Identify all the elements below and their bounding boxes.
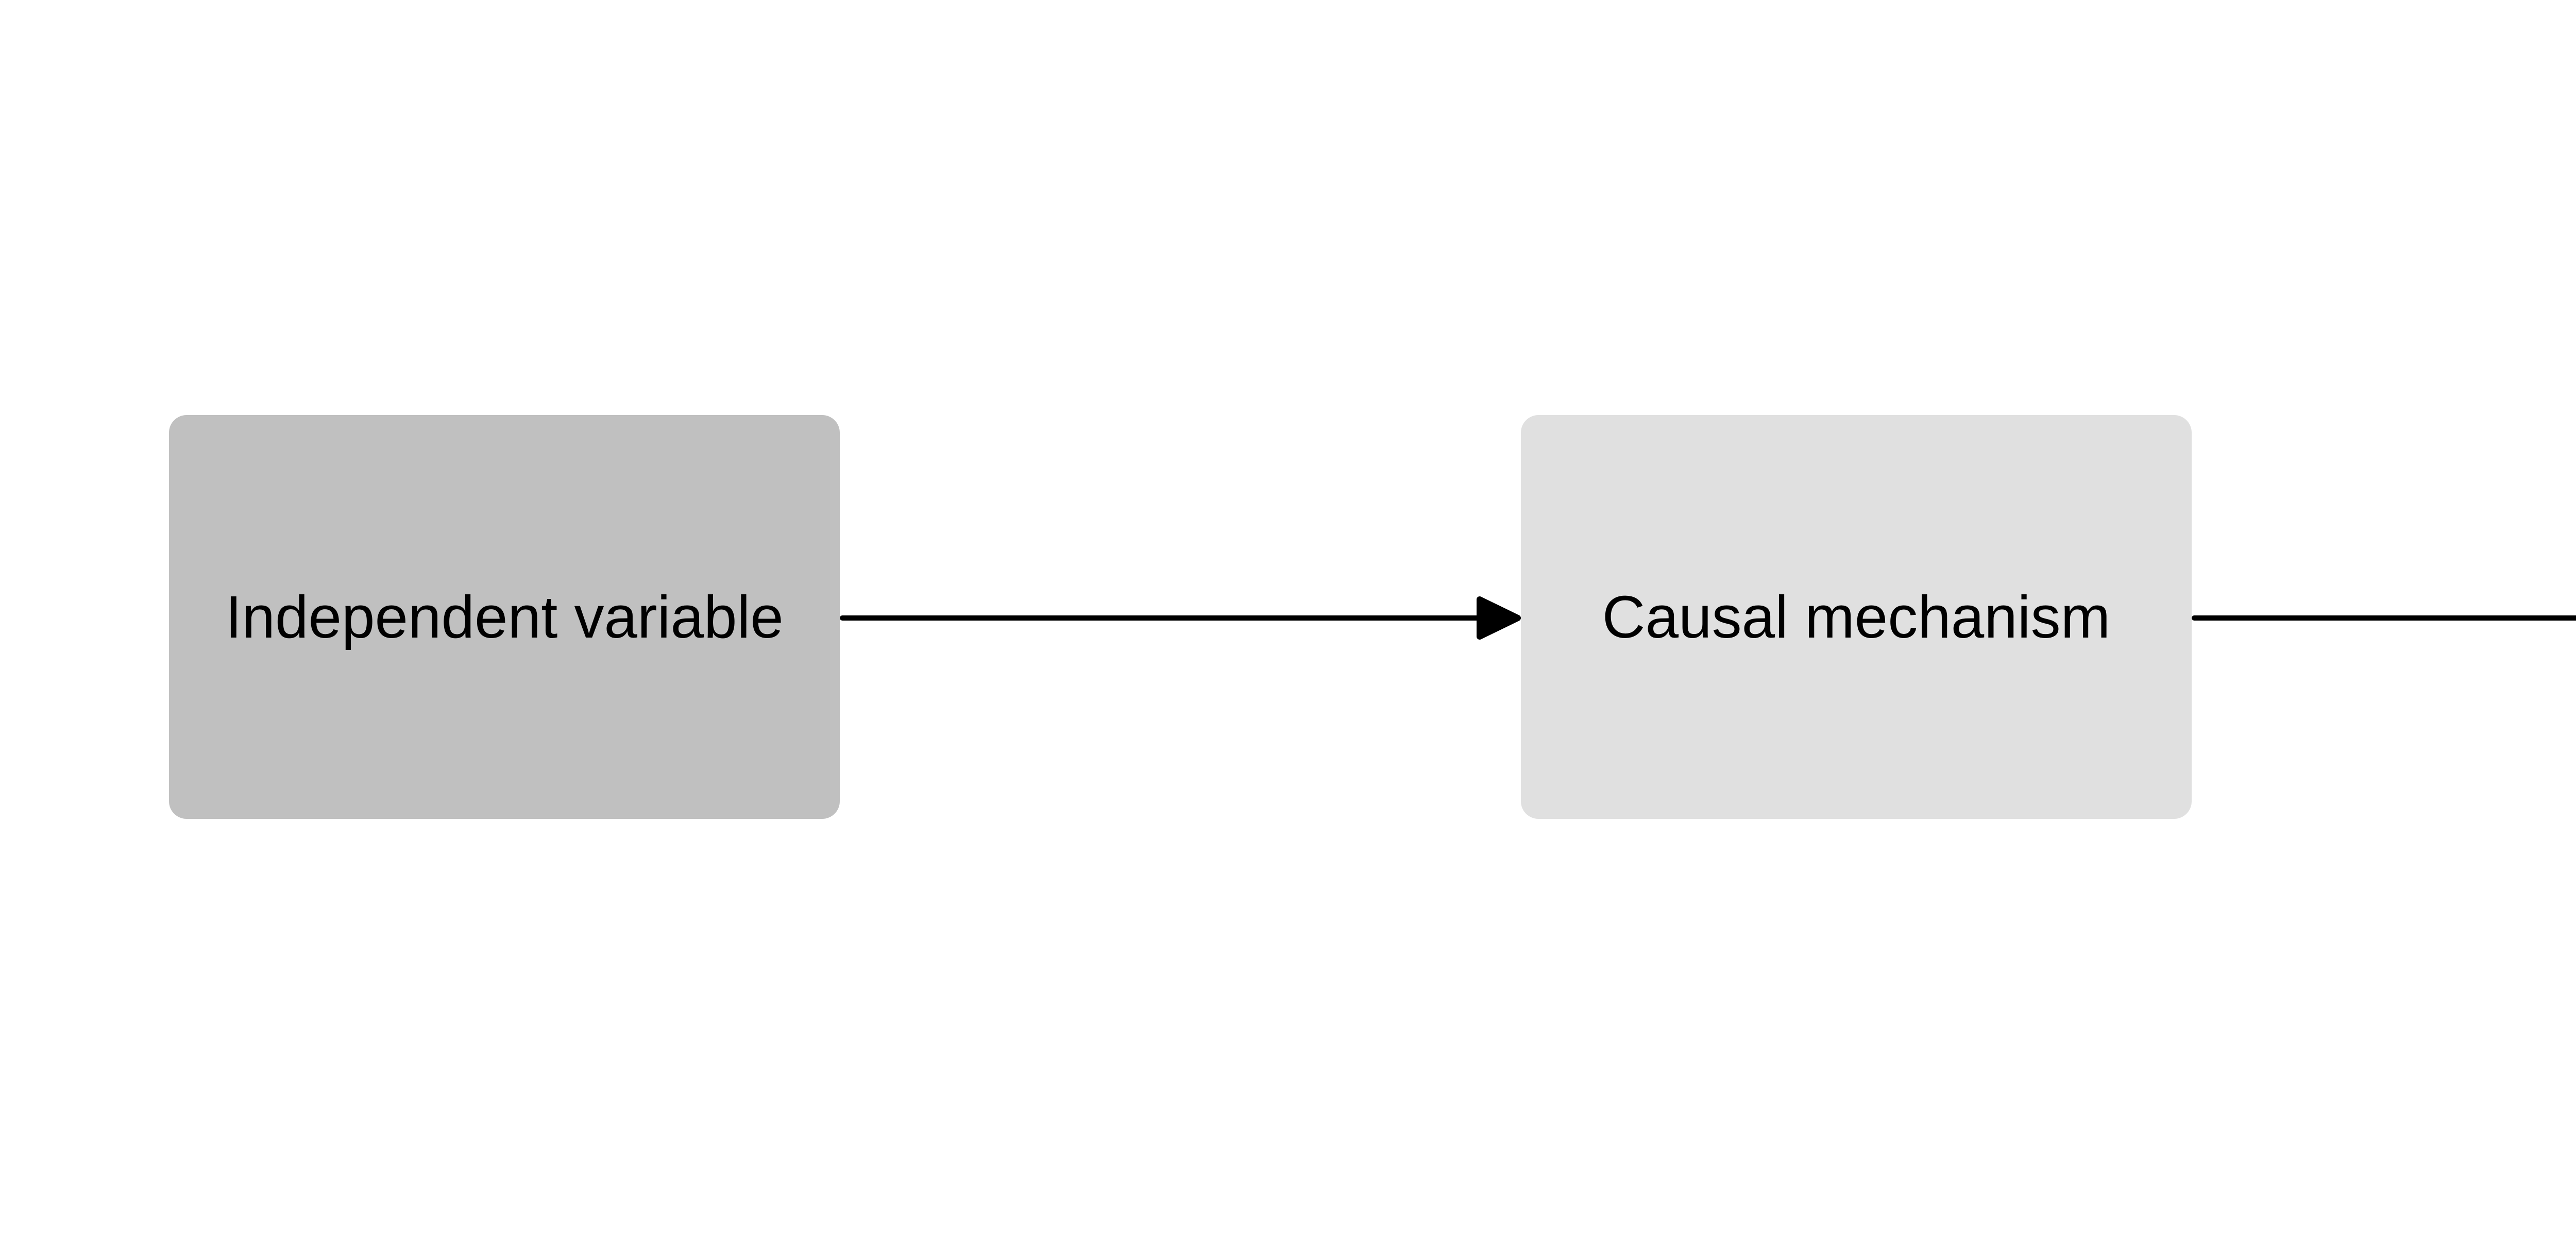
node-label-independent-variable: Independent variable — [225, 583, 784, 650]
arrowhead-icon — [1477, 596, 1521, 640]
arrow-independent-to-mechanism — [840, 596, 1521, 640]
node-independent-variable: Independent variable — [169, 415, 840, 819]
arrow-mechanism-to-dependent — [2192, 615, 2576, 621]
node-label-causal-mechanism: Causal mechanism — [1602, 583, 2111, 650]
node-causal-mechanism: Causal mechanism — [1521, 415, 2192, 819]
